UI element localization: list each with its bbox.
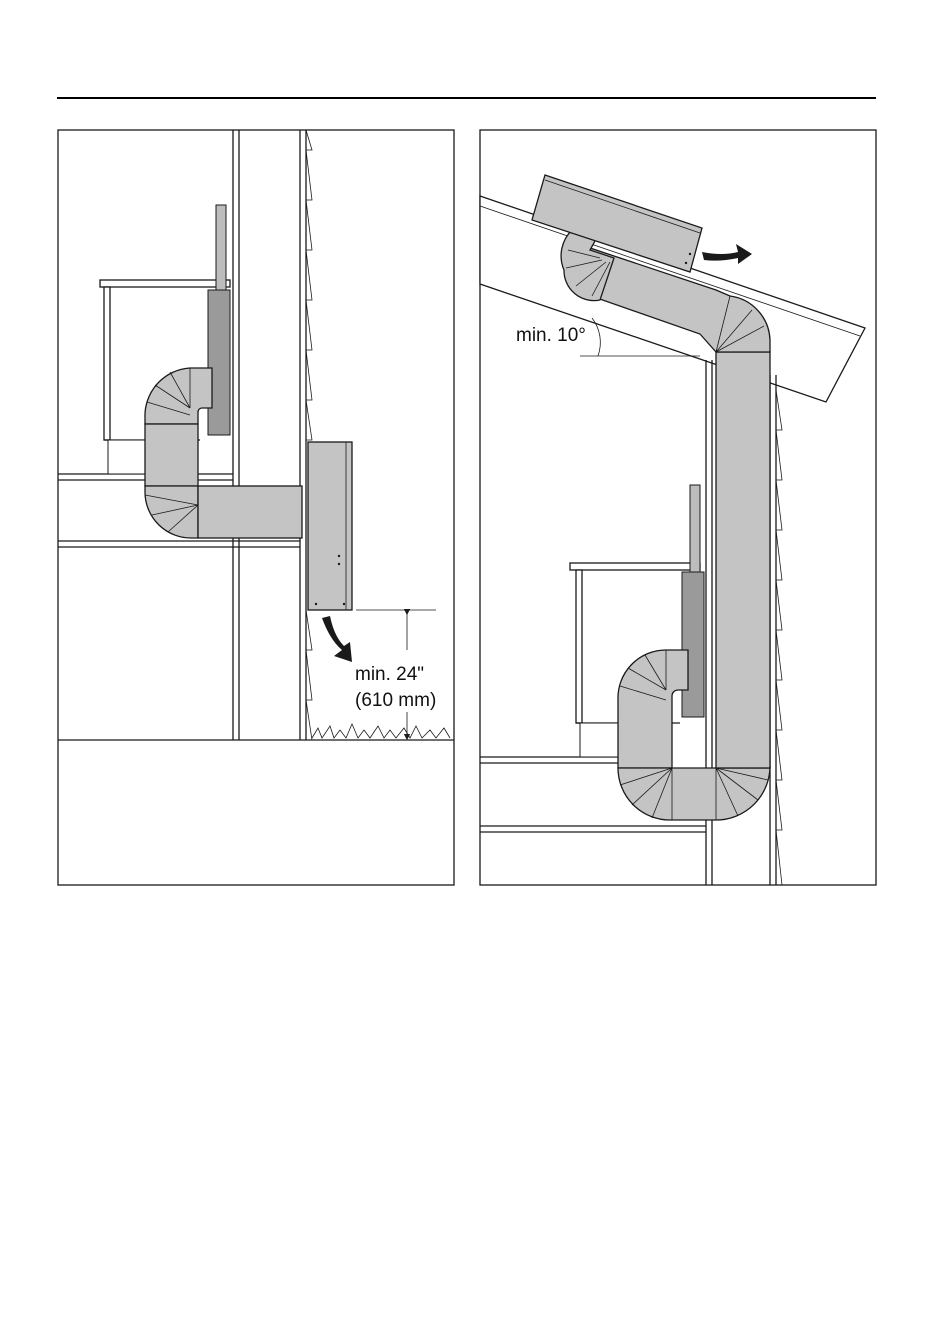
clearance-label-mm: (610 mm)	[355, 690, 436, 711]
grass	[312, 724, 450, 738]
wall-cap-screw	[338, 563, 340, 565]
roof-cap-screw	[689, 253, 691, 255]
figure-wall-venting: min. 24" (610 mm)	[58, 130, 454, 885]
roof-cap-screw	[685, 262, 687, 264]
clearance-label-in: min. 24"	[355, 664, 424, 685]
exterior-siding	[776, 390, 782, 885]
downdraft-body	[208, 290, 230, 435]
wall-cap	[308, 442, 352, 610]
cabinet-side	[576, 570, 582, 723]
duct-u-bend	[618, 766, 770, 820]
exterior-siding	[306, 130, 312, 740]
duct-riser	[716, 352, 770, 768]
duct-elbow-upper	[145, 368, 212, 424]
wall-cap-screw	[343, 603, 345, 605]
cabinet-side	[104, 287, 110, 440]
wall-cap-screw	[315, 603, 317, 605]
countertop	[100, 280, 230, 287]
exhaust-arrow	[322, 616, 352, 662]
exhaust-arrow	[702, 244, 752, 264]
figure-roof-venting: min. 10°	[480, 130, 876, 885]
duct-horizontal	[198, 486, 302, 538]
countertop	[570, 563, 700, 570]
downdraft-body	[682, 572, 704, 717]
wall-cap-screw	[338, 555, 340, 557]
duct-vertical	[145, 424, 198, 486]
roof-angle-label: min. 10°	[516, 325, 586, 346]
